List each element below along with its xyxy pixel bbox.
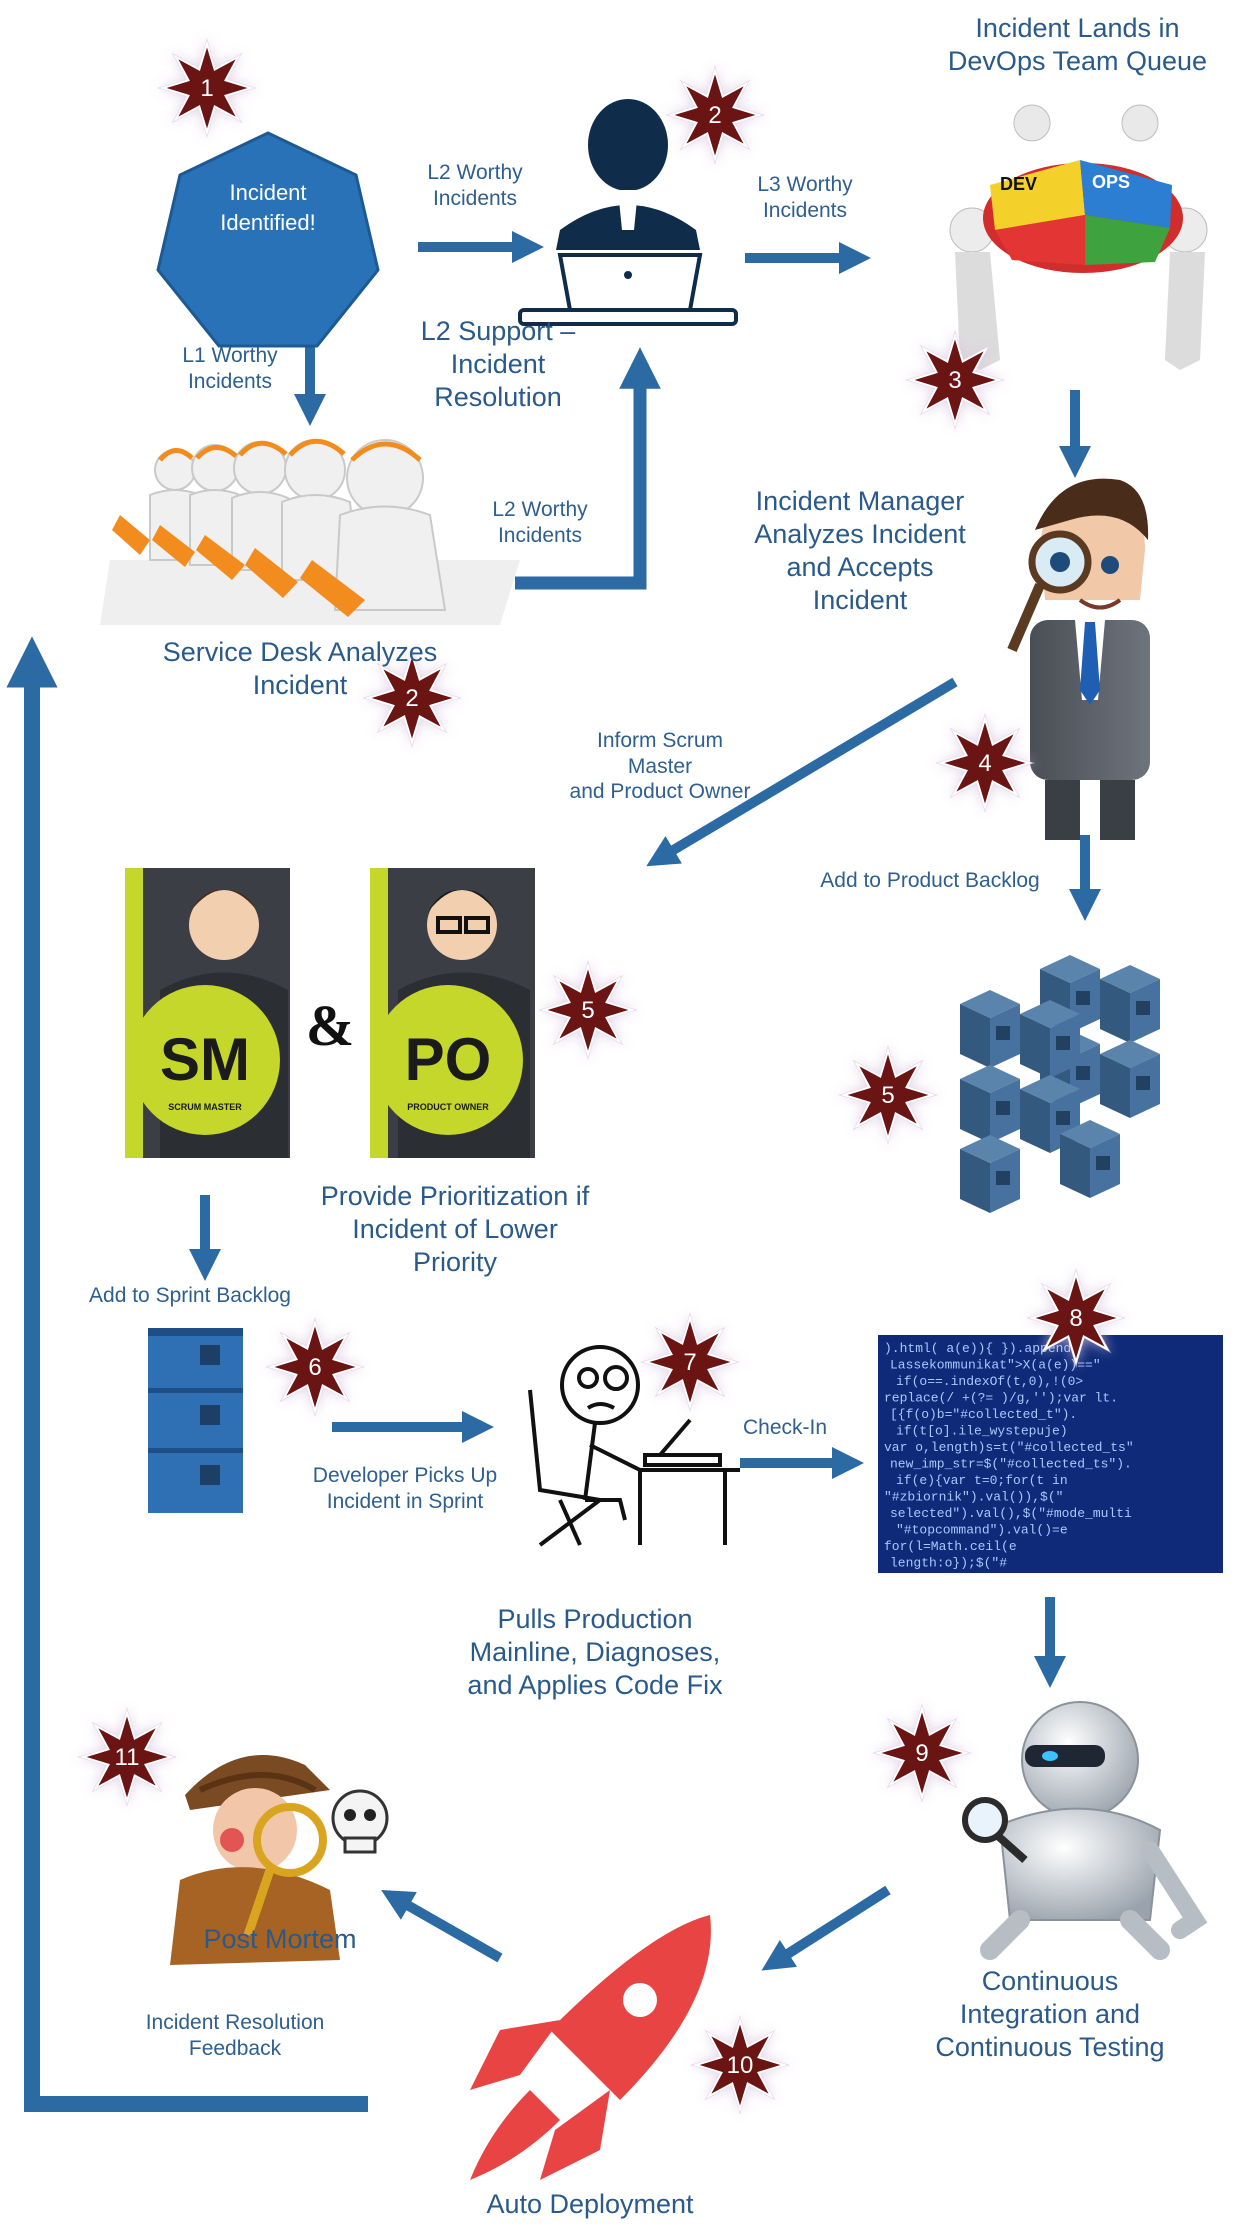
code-line: Lassekommunikat">X(a(e))==" xyxy=(890,1358,1101,1373)
code-line: [{f(o)b="#collected_t"). xyxy=(890,1407,1077,1422)
user-laptop-icon xyxy=(518,99,738,326)
ampersand-text: & xyxy=(306,993,354,1058)
code-screen-icon: ).html( a(e)){ }).append( Lassekommunikat… xyxy=(878,1335,1223,1573)
star-badge-icon: 7 xyxy=(640,1312,740,1412)
developer-sketch-icon xyxy=(528,1345,740,1547)
arrows xyxy=(6,230,1102,2112)
backlog-cubes-icon xyxy=(960,955,1160,1213)
step-number: 9 xyxy=(915,1740,928,1767)
feedback-label: Incident Resolution Feedback xyxy=(145,2011,325,2060)
puzzle-ops-text: OPS xyxy=(1092,172,1130,192)
step-number: 6 xyxy=(308,1354,321,1381)
code-line: if(e){var t=0;for(t in xyxy=(896,1473,1068,1488)
developer-picks-label: Developer Picks Up Incident in Sprint xyxy=(312,1464,498,1513)
sm-badge-text: SM xyxy=(160,1026,250,1093)
star-badge-icon: 5 xyxy=(538,960,638,1060)
devops-queue-label: Incident Lands in DevOps Team Queue xyxy=(947,13,1208,76)
check-in-label: Check-In xyxy=(742,1416,828,1439)
code-line: for(l=Math.ceil(e xyxy=(884,1539,1017,1554)
star-badge-icon: 3 xyxy=(905,330,1005,430)
star-badge-icon: 1 xyxy=(157,38,257,138)
step-number: 1 xyxy=(200,75,213,102)
service-desk-label: Service Desk Analyzes Incident xyxy=(162,637,438,700)
sprint-cube-stack-icon xyxy=(148,1328,243,1513)
robot-magnifier-icon xyxy=(962,1701,1208,1960)
code-line: replace(/ +(?= )/g,'');var lt. xyxy=(884,1391,1118,1406)
l2-support-label: L2 Support – Incident Resolution xyxy=(420,316,576,412)
code-line: ).html( a(e)){ }).append( xyxy=(884,1341,1079,1356)
product-owner-card-icon: PO PRODUCT OWNER xyxy=(370,868,535,1158)
rocket-icon xyxy=(470,1915,711,2180)
incident-identified-label: Incident Identified! xyxy=(220,180,316,235)
star-badge-icon: 4 xyxy=(935,713,1035,813)
star-badge-icon: 9 xyxy=(872,1703,972,1803)
star-badge-icon: 2 xyxy=(362,648,462,748)
code-line: "#zbiornik").val()),$(" xyxy=(884,1490,1063,1505)
step-number: 3 xyxy=(948,367,961,394)
step-badges: 1 2 2 3 4 5 5 6 7 8 9 10 11 xyxy=(77,38,1126,2115)
sm-caption-text: SCRUM MASTER xyxy=(168,1102,242,1112)
arrow-robot-to-rocket xyxy=(761,1885,891,1971)
code-line: if(t[o].ile_wystepuje) xyxy=(896,1424,1068,1439)
step-number: 2 xyxy=(405,685,418,712)
pulls-production-label: Pulls Production Mainline, Diagnoses, an… xyxy=(467,1604,723,1700)
post-mortem-label: Post Mortem xyxy=(203,1924,357,1954)
code-line: var o,length)s=t("#collected_ts" xyxy=(884,1440,1134,1455)
auto-deployment-label: Auto Deployment xyxy=(486,2189,694,2219)
arrow-rocket-to-postmortem xyxy=(381,1890,503,1963)
inform-scrum-label: Inform Scrum Master and Product Owner xyxy=(569,729,751,804)
continuous-integration-label: Continuous Integration and Continuous Te… xyxy=(935,1966,1165,2062)
code-line: "#topcommand").val()=e xyxy=(896,1523,1068,1538)
step-number: 11 xyxy=(115,1744,140,1771)
puzzle-dev-text: DEV xyxy=(1000,174,1037,194)
arrow-desk-to-l2 xyxy=(515,347,661,590)
star-badge-icon: 10 xyxy=(690,2015,790,2115)
l3-worthy-label: L3 Worthy Incidents xyxy=(757,173,853,222)
step-number: 4 xyxy=(978,750,991,777)
arrow-manager-to-smpo xyxy=(646,677,958,867)
code-line: selected").val(),$("#mode_multi xyxy=(890,1506,1132,1521)
add-product-backlog-label: Add to Product Backlog xyxy=(820,869,1040,892)
star-badge-icon: 6 xyxy=(265,1317,365,1417)
step-number: 10 xyxy=(727,2052,754,2079)
star-badge-icon: 2 xyxy=(665,65,765,165)
star-badge-icon: 11 xyxy=(77,1707,177,1807)
po-caption-text: PRODUCT OWNER xyxy=(407,1102,489,1112)
puzzle-team-icon: DEV OPS xyxy=(949,104,1208,370)
scrum-master-card-icon: SM SCRUM MASTER xyxy=(125,868,290,1158)
step-number: 8 xyxy=(1069,1305,1082,1332)
arrow-feedback-loop xyxy=(6,636,368,2112)
step-number: 2 xyxy=(708,102,721,129)
l2-worthy-top-label: L2 Worthy Incidents xyxy=(427,161,523,210)
l1-worthy-label: L1 Worthy Incidents xyxy=(182,344,278,393)
star-badge-icon: 5 xyxy=(838,1045,938,1145)
code-line: length:o});$("# xyxy=(890,1556,1007,1571)
manager-magnifier-icon xyxy=(1007,478,1150,840)
step-number: 5 xyxy=(881,1082,894,1109)
heptagon-shape xyxy=(156,131,380,348)
step-number: 5 xyxy=(581,997,594,1024)
incident-manager-label: Incident Manager Analyzes Incident and A… xyxy=(754,486,966,615)
add-sprint-backlog-label: Add to Sprint Backlog xyxy=(89,1284,291,1307)
call-center-icon xyxy=(100,438,520,625)
po-badge-text: PO xyxy=(405,1026,492,1093)
code-line: new_imp_str=$("#collected_ts"). xyxy=(890,1457,1132,1472)
step-number: 7 xyxy=(683,1349,696,1376)
detective-skull-icon xyxy=(170,1755,389,1965)
l2-worthy-desk-label: L2 Worthy Incidents xyxy=(492,498,588,547)
provide-prioritization-label: Provide Prioritization if Incident of Lo… xyxy=(320,1181,590,1277)
code-line: if(o==.indexOf(t,0),!(0> xyxy=(896,1374,1083,1389)
star-badge-icon: 8 xyxy=(1026,1268,1126,1368)
